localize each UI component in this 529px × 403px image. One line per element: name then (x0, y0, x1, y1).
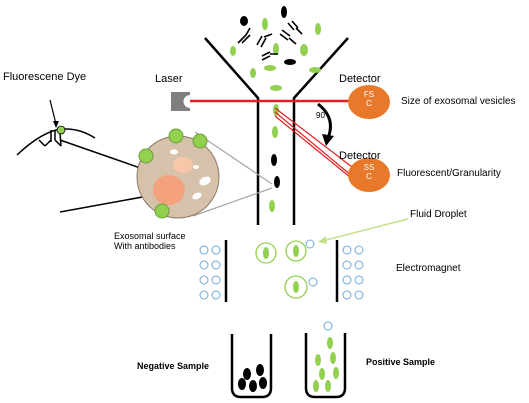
exosomal-surface-label: Exosomal surface With antibodies (114, 231, 186, 251)
droplet-pointer-line (321, 218, 409, 242)
antibody-marker (192, 133, 208, 149)
green-particle (270, 85, 282, 91)
fluid-droplet-label: Fluid Droplet (410, 209, 467, 220)
green-particle (230, 46, 236, 56)
exosome-inner-blob (153, 175, 185, 205)
green-particle (250, 68, 256, 78)
negative-sample-label: Negative Sample (137, 361, 210, 371)
angle-indicator (317, 102, 334, 146)
flow-cell (204, 37, 349, 225)
exosome-vesicle (170, 149, 178, 155)
fsc-detector (348, 85, 390, 119)
exosome-inner-blob (173, 157, 193, 173)
exosome-pointer-lower (59, 195, 149, 213)
droplet-pointer-arrowhead (318, 236, 327, 244)
laser-label: Laser (155, 73, 183, 85)
ssc-detector (348, 158, 390, 192)
positive-sample-tube (304, 321, 347, 399)
black-particle (240, 16, 248, 26)
green-particle (273, 43, 279, 55)
exosome (59, 128, 273, 219)
dye-dot (56, 125, 66, 135)
green-particle (269, 200, 275, 212)
antibodies-in-funnel (237, 20, 303, 61)
fsc-detector-text: FS C (363, 90, 375, 109)
electromagnet-left (199, 240, 228, 302)
electromagnet-right (335, 240, 364, 302)
antibody-icon (279, 29, 297, 45)
antibody-icon (261, 51, 278, 61)
antibody-icon (287, 20, 303, 35)
exosome-pointer-upper (59, 139, 147, 171)
antibody-icon (256, 33, 273, 48)
antibody-marker (154, 203, 170, 219)
membrane-curve (16, 128, 96, 156)
side-scatter-lines (274, 107, 357, 183)
green-particle (315, 23, 321, 35)
fluorescent-granularity-label: Fluorescent/Granularity (397, 168, 501, 179)
negative-sample-tube (230, 334, 273, 399)
dye-pointer-line (49, 99, 57, 125)
antibody-marker (138, 148, 154, 164)
antibody-icon (237, 27, 251, 44)
flow-cell-right-wall (292, 37, 349, 225)
exosome-vesicle (193, 165, 199, 169)
incoming-particles (230, 6, 321, 212)
angle-label: 90° (316, 111, 329, 120)
green-particle (264, 65, 276, 71)
green-particle (272, 126, 278, 138)
black-particle (274, 176, 280, 188)
exosome-vesicle (199, 176, 211, 186)
droplet (255, 242, 277, 264)
green-particle (309, 67, 321, 73)
positive-sample-label: Positive Sample (366, 357, 436, 367)
electromagnet-label: Electromagnet (396, 263, 461, 274)
dye-pointer-arrowhead (53, 121, 59, 128)
green-particle (262, 18, 268, 30)
dye-illustration (16, 99, 96, 156)
exosome-vesicle (192, 192, 202, 200)
black-particle (284, 59, 296, 65)
green-particle (300, 44, 308, 56)
droplet (285, 240, 307, 262)
laser-source (171, 92, 190, 111)
black-particle (271, 154, 277, 166)
zoom-line-upper (194, 131, 273, 185)
flow-cell-left-wall (204, 37, 260, 225)
laser-aperture (183, 95, 190, 108)
droplet (284, 275, 308, 299)
droplet-small (305, 239, 315, 249)
size-of-vesicles-label: Size of exosomal vesicles (401, 96, 516, 107)
zoom-line-lower (192, 187, 273, 217)
detector-fsc-label: Detector (339, 73, 381, 85)
antibody-marker (168, 128, 184, 144)
black-particle (281, 6, 287, 18)
droplets (255, 239, 318, 299)
laser-body (171, 92, 190, 111)
droplet-small (308, 277, 318, 287)
fluorescene-dye-label: Fluorescene Dye (3, 71, 87, 83)
green-particle (273, 104, 279, 116)
ssc-detector-text: SS C (363, 163, 375, 182)
detector-ssc-label: Detector (339, 150, 381, 162)
